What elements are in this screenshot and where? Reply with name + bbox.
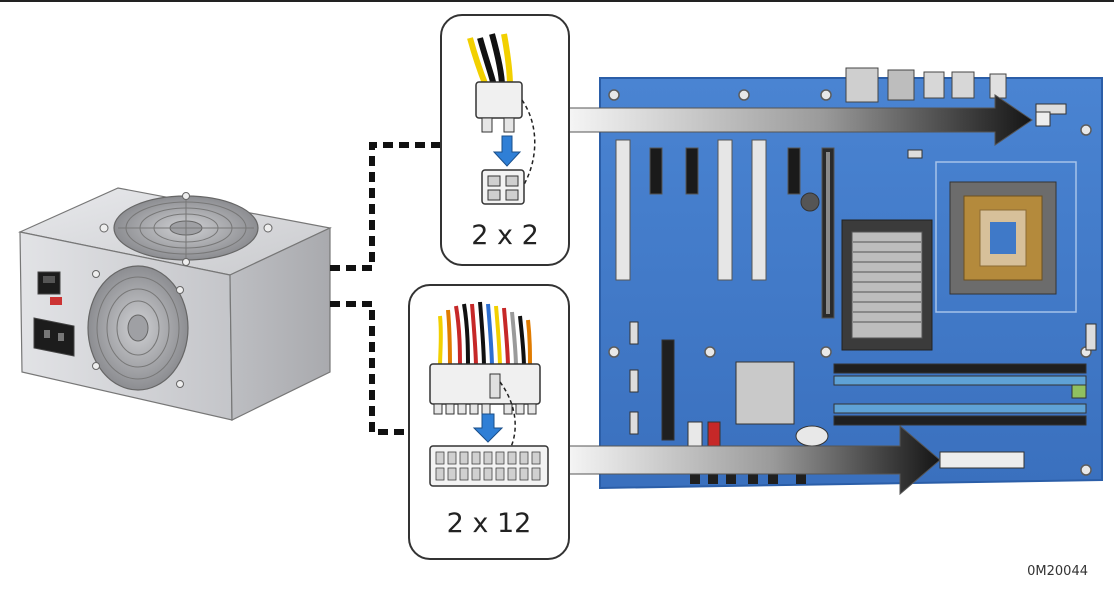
psu-ac-socket-icon: [33, 317, 75, 357]
expansion-slots: [615, 139, 835, 319]
callout-2x12-label: 2 x 12: [446, 508, 532, 539]
callout-2x2: 2 x 2: [440, 14, 570, 266]
atx12v-connector-icon: [467, 33, 536, 205]
figure-part-number: 0M20044: [1027, 564, 1088, 579]
psu-power-switch-icon: [37, 271, 62, 305]
psu-top-fan-icon: [99, 192, 273, 266]
cable-to-2x2: [330, 142, 440, 271]
connection-arrows: [567, 94, 1033, 496]
cable-to-2x12: [330, 301, 410, 435]
chipset-heatsink: [841, 219, 933, 351]
bottom-edge-headers: [690, 474, 806, 484]
insert-arrow-icon: [472, 413, 504, 443]
callout-2x2-label: 2 x 2: [471, 220, 539, 251]
arrow-to-atx-main-header: [567, 424, 941, 496]
arrow-to-atx12v-header: [567, 94, 1033, 146]
callout-2x12: 2 x 12: [408, 284, 570, 560]
cpu-socket: [935, 161, 1077, 313]
psu-front-fan-icon: [87, 265, 189, 391]
insert-arrow-icon: [492, 135, 522, 167]
board-components: [629, 103, 1097, 447]
dashed-cables: [330, 142, 440, 435]
mounting-holes: [608, 89, 1092, 476]
atx-main-connector-icon: [429, 301, 549, 487]
atx-main-header: [939, 451, 1025, 469]
memory-slots: [833, 363, 1087, 426]
motherboard: [599, 67, 1103, 490]
power-supply-unit: [18, 187, 332, 421]
top-border: [0, 0, 1114, 2]
atx12v-header: [1035, 111, 1051, 127]
rear-io-ports: [845, 67, 1007, 103]
